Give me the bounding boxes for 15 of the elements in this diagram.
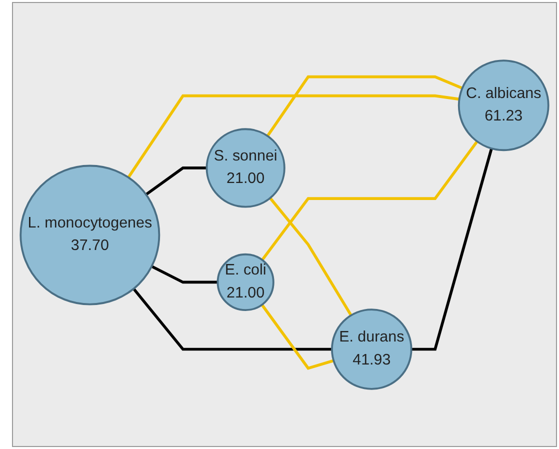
node-circle <box>216 253 274 311</box>
node-circle <box>458 59 550 151</box>
connector <box>411 148 493 350</box>
connector <box>266 75 463 136</box>
connector <box>269 196 352 316</box>
network-graph: S. sonnei 21.00 L. monocytogenes 37.70 C. albicans 61.23 E. coli 21.00 E. durans 41.93 <box>13 52 556 396</box>
connector <box>132 288 332 350</box>
connector <box>261 140 478 260</box>
node-circle <box>206 128 286 208</box>
node-circle <box>20 164 160 305</box>
connector <box>260 304 334 370</box>
connector <box>127 94 460 178</box>
connector <box>151 264 218 284</box>
connector <box>145 166 207 196</box>
node-circle <box>331 308 412 390</box>
